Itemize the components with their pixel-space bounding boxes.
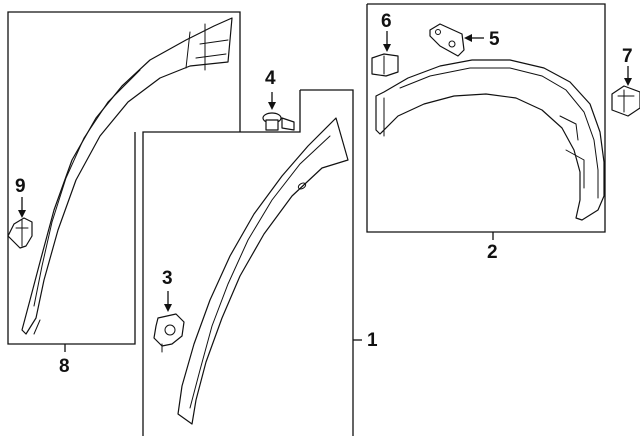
callout-6: 6 <box>381 11 392 32</box>
part-2-fender-flare <box>375 59 605 221</box>
callout-3: 3 <box>162 268 173 289</box>
part-9-clip <box>7 197 33 249</box>
callout-1: 1 <box>367 330 378 351</box>
callout-9: 9 <box>15 176 26 197</box>
callout-5: 5 <box>489 29 500 50</box>
part-1-molding <box>177 117 349 425</box>
part-5-bracket <box>429 23 484 57</box>
part-4-screw <box>262 92 295 131</box>
callout-4: 4 <box>265 68 276 89</box>
part-6-pad <box>371 31 399 77</box>
group-2-frame <box>366 3 606 240</box>
callout-7: 7 <box>622 46 633 67</box>
callout-2: 2 <box>487 242 498 263</box>
group-8-frame <box>7 11 241 345</box>
part-7-clip <box>611 66 640 117</box>
callout-8: 8 <box>59 356 70 377</box>
part-8-molding <box>21 17 233 335</box>
group-1-frame <box>142 89 362 436</box>
part-3-clip <box>153 291 185 353</box>
